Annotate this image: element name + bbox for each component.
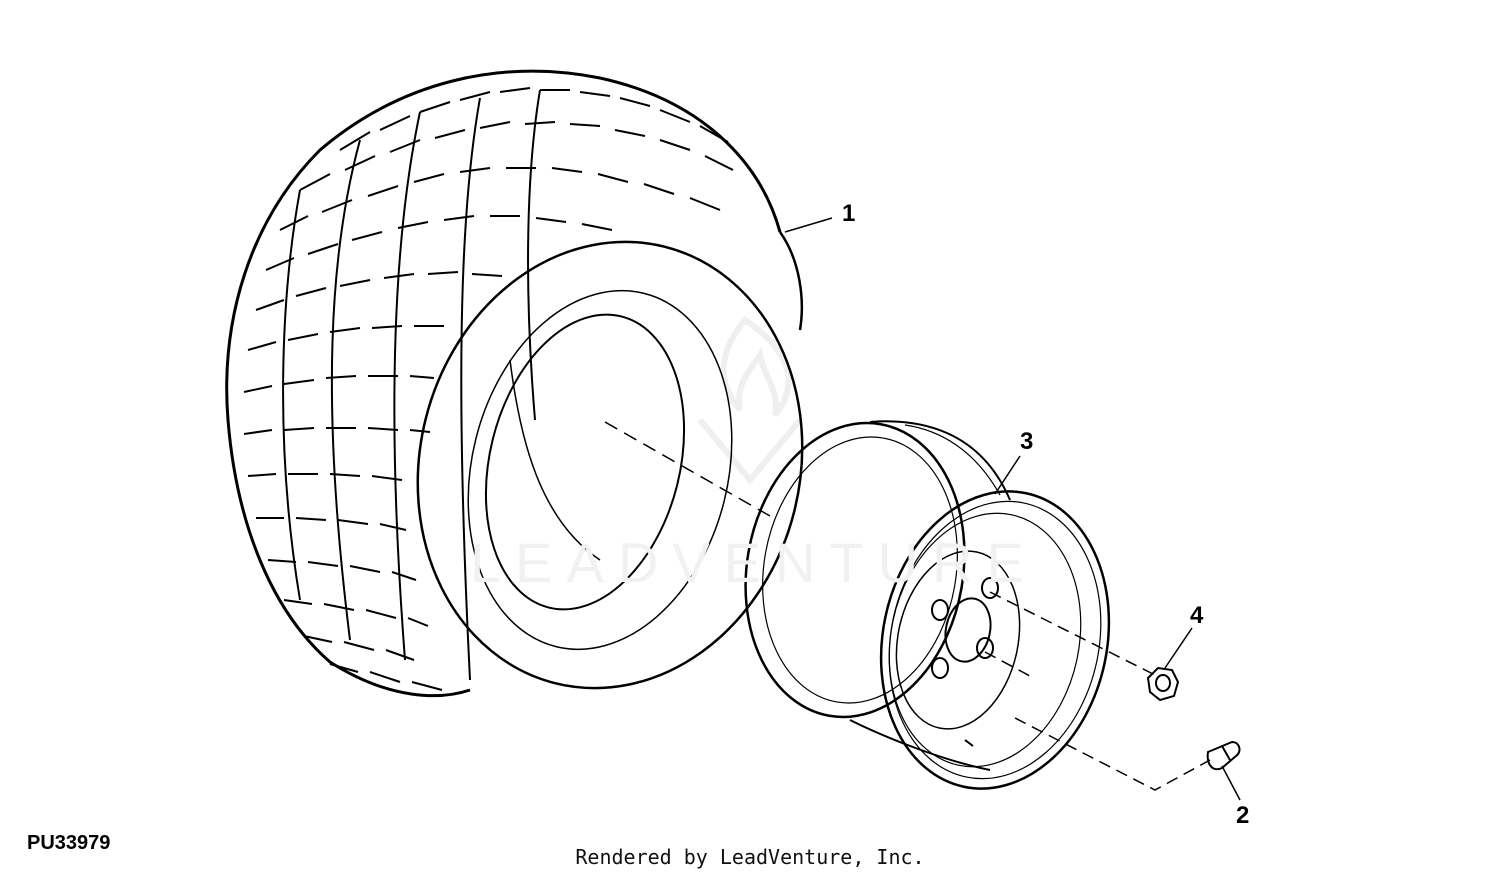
rim-front-flange [879, 490, 1111, 790]
valve-stem[interactable] [1206, 740, 1241, 771]
tire-tread-outline [225, 69, 782, 698]
callout-3-wheel-rim[interactable]: 3 [1020, 428, 1034, 455]
tire[interactable] [225, 69, 849, 729]
callout-1-tire[interactable]: 1 [842, 200, 856, 227]
watermark-text: LEADVENTURE [470, 531, 1038, 594]
callout-leaders [784, 217, 1241, 801]
rim-hub-disc [895, 550, 1021, 730]
assembly-axis-line [604, 421, 771, 517]
callout-4-lug-nut[interactable]: 4 [1190, 602, 1204, 629]
flame-logo-icon [697, 316, 803, 485]
tire-bead-inner [484, 313, 686, 611]
rim-lug-holes [931, 577, 999, 679]
tire-tread-pattern [243, 87, 734, 691]
figure-id: PU33979 [27, 832, 111, 854]
rim-valve-hole [964, 739, 974, 747]
tire-sidewall [416, 240, 804, 690]
rim-center-bore [944, 597, 992, 663]
assembly-dashed-lines [984, 591, 1211, 791]
callout-2-valve-stem[interactable]: 2 [1236, 802, 1250, 829]
render-credit: Rendered by LeadVenture, Inc. [575, 845, 925, 869]
rim-back-flange [744, 421, 966, 719]
wheel-rim[interactable] [723, 405, 1136, 810]
tire-bead-outer [467, 289, 733, 651]
lug-nut[interactable] [1146, 666, 1180, 702]
